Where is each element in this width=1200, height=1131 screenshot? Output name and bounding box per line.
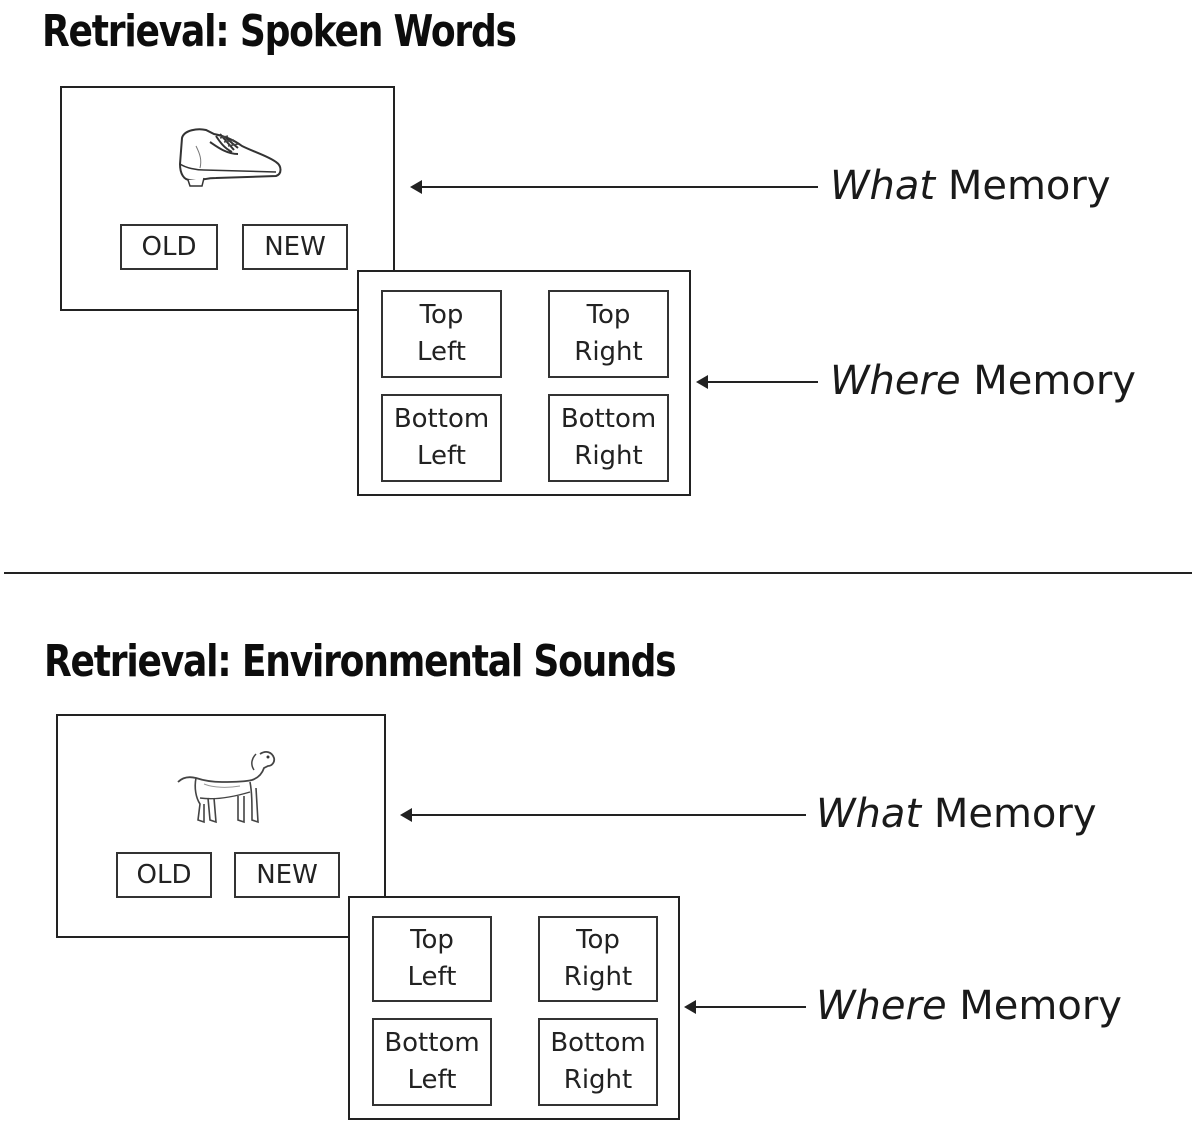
location-label: Right [563, 1065, 633, 1095]
where-memory-italic: Where [816, 983, 947, 1029]
location-label: Left [407, 962, 457, 992]
panel-spoken-words: Retrieval: Spoken Words OLD NEW Top Left… [0, 0, 1200, 560]
location-label: Left [407, 1065, 457, 1095]
location-label: Top [410, 925, 454, 956]
what-arrow [400, 808, 806, 822]
shoe-icon [178, 128, 282, 187]
bottom-right-button[interactable]: Bottom Right [548, 394, 669, 482]
new-button[interactable]: NEW [234, 852, 340, 898]
top-right-button[interactable]: Top Right [548, 290, 669, 378]
location-label: Bottom [384, 1028, 480, 1059]
where-memory-rest: Memory [959, 983, 1122, 1029]
location-label: Right [574, 337, 643, 367]
where-memory-italic: Where [830, 358, 961, 404]
dog-icon [177, 751, 276, 824]
location-label: Top [586, 300, 631, 331]
location-label: Top [576, 925, 620, 956]
old-button[interactable]: OLD [120, 224, 218, 270]
panel-title: Retrieval: Environmental Sounds [44, 636, 677, 687]
where-screen: Top Left Top Right Bottom Left Bottom Ri… [357, 270, 691, 496]
where-arrow [684, 1000, 806, 1014]
where-memory-rest: Memory [973, 358, 1136, 404]
old-button[interactable]: OLD [116, 852, 212, 898]
where-memory-label: Where Memory [830, 361, 1136, 401]
location-label: Bottom [393, 404, 490, 435]
what-memory-italic: What [830, 163, 936, 209]
where-arrow [696, 375, 818, 389]
where-screen: Top Left Top Right Bottom Left Bottom Ri… [348, 896, 680, 1120]
what-memory-label: What Memory [830, 166, 1111, 206]
location-label: Left [417, 337, 466, 367]
section-divider [4, 572, 1192, 574]
bottom-left-button[interactable]: Bottom Left [381, 394, 502, 482]
location-label: Top [419, 300, 464, 331]
what-memory-italic: What [816, 791, 922, 837]
new-button[interactable]: NEW [242, 224, 348, 270]
bottom-right-button[interactable]: Bottom Right [538, 1018, 658, 1106]
top-left-button[interactable]: Top Left [372, 916, 492, 1002]
top-left-button[interactable]: Top Left [381, 290, 502, 378]
what-screen: OLD NEW [56, 714, 386, 938]
panel-title: Retrieval: Spoken Words [42, 6, 517, 57]
bottom-left-button[interactable]: Bottom Left [372, 1018, 492, 1106]
where-memory-label: Where Memory [816, 986, 1122, 1026]
what-arrow [410, 180, 818, 194]
what-memory-label: What Memory [816, 794, 1097, 834]
what-screen: OLD NEW [60, 86, 395, 311]
location-label: Bottom [550, 1028, 646, 1059]
location-label: Bottom [560, 404, 657, 435]
what-memory-rest: Memory [947, 163, 1111, 209]
top-right-button[interactable]: Top Right [538, 916, 658, 1002]
location-label: Right [563, 962, 633, 992]
what-memory-rest: Memory [933, 791, 1097, 837]
location-label: Right [574, 441, 643, 471]
location-label: Left [417, 441, 466, 471]
